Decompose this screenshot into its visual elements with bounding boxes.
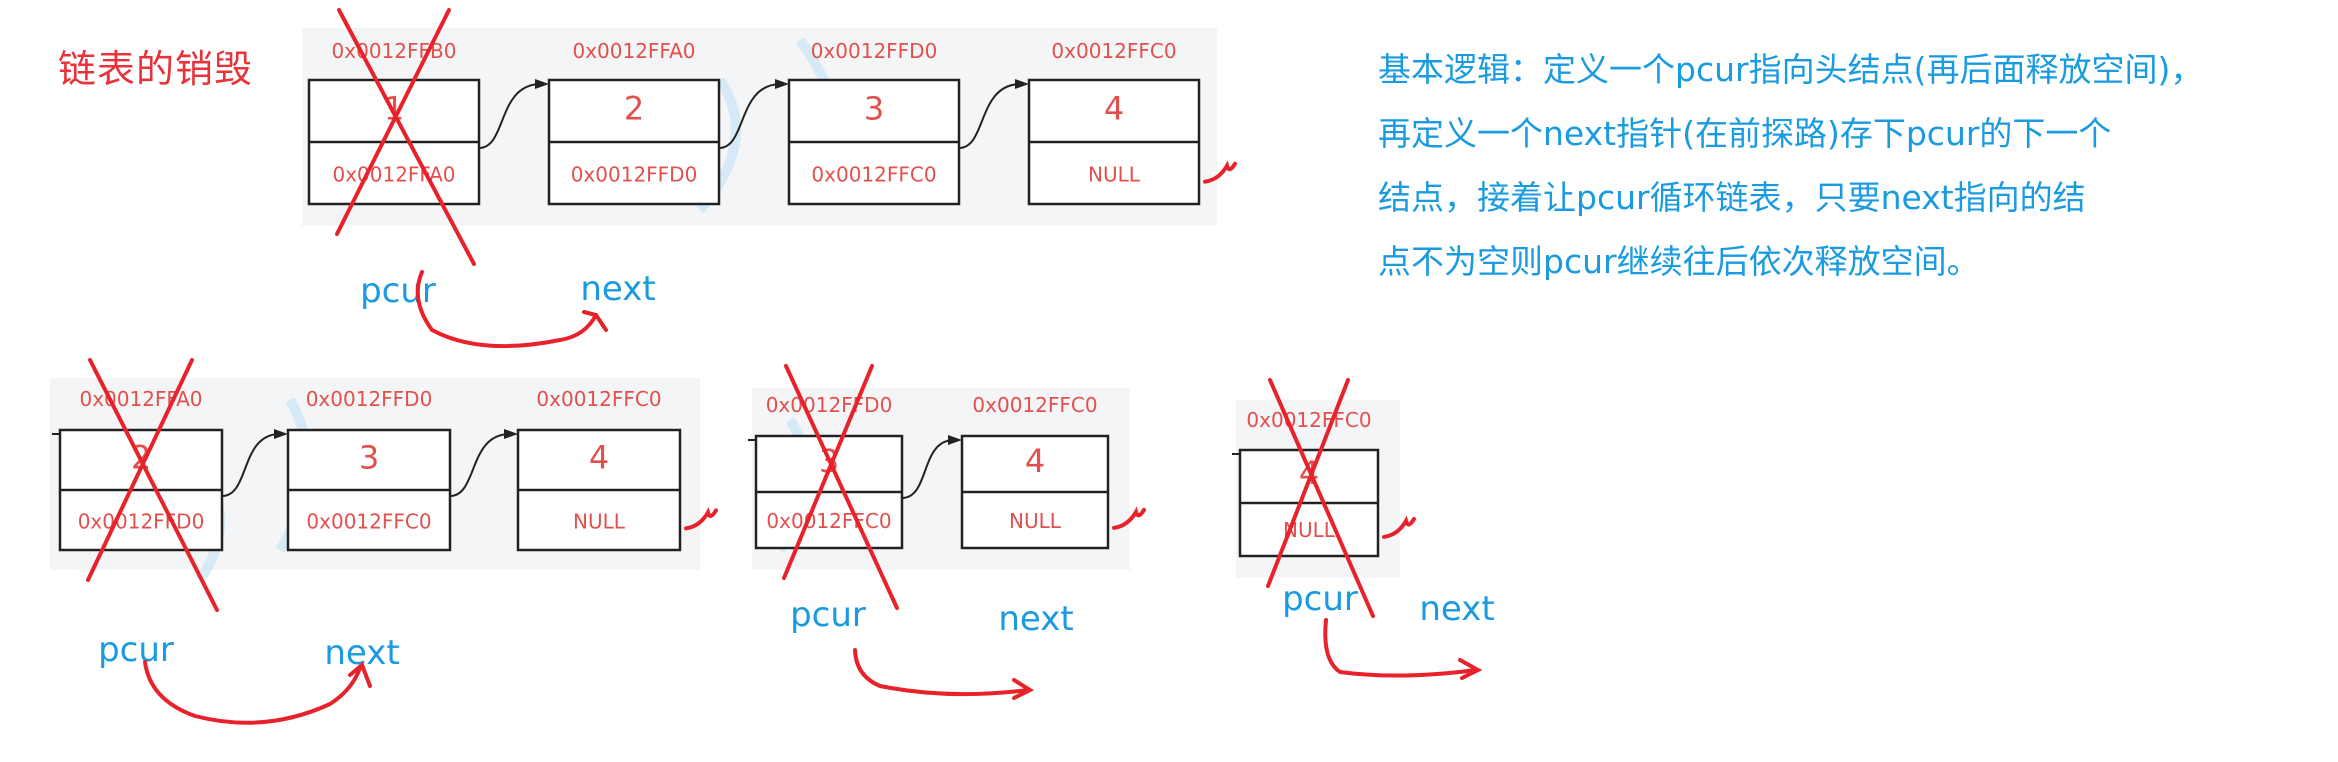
node-next-address: 0x0012FFC0 xyxy=(766,509,891,533)
arrow-head xyxy=(348,661,372,688)
null-scribble xyxy=(684,507,718,531)
null-scribble xyxy=(1112,506,1146,530)
node-value: 4 xyxy=(1104,90,1124,128)
node-address: 0x0012FFD0 xyxy=(766,393,893,417)
next-label: next xyxy=(1419,589,1494,629)
node-address: 0x0012FFD0 xyxy=(306,387,433,411)
cross-mark xyxy=(337,8,476,266)
null-label: NULL xyxy=(1009,509,1062,533)
next-link-curve xyxy=(478,83,542,149)
next-label: next xyxy=(580,269,655,309)
next-link-arrowhead xyxy=(775,79,789,89)
cross-mark xyxy=(1266,378,1350,588)
next-link-curve xyxy=(901,439,955,499)
cross-mark xyxy=(86,358,194,582)
pcur-to-next-arrow xyxy=(143,660,362,725)
node-next-address: 0x0012FFC0 xyxy=(811,163,936,187)
cross-mark xyxy=(782,364,874,580)
next-link-arrowhead xyxy=(535,79,549,89)
explanation-text: 基本逻辑：定义一个pcur指向头结点(再后面释放空间)， 再定义一个next指针… xyxy=(1378,38,2328,294)
node-value: 4 xyxy=(1025,442,1045,480)
node-value: 2 xyxy=(624,90,644,128)
node-address: 0x0012FFC0 xyxy=(1051,39,1176,63)
cross-mark xyxy=(88,358,219,612)
node-address: 0x0012FFC0 xyxy=(1246,408,1371,432)
pcur-label: pcur xyxy=(1282,579,1358,619)
pcur-to-next-arrow xyxy=(853,648,1030,697)
explanation-line-3: 结点，接着让pcur循环链表，只要next指向的结 xyxy=(1378,178,2086,217)
page-title: 链表的销毁 xyxy=(58,47,254,91)
null-scribble xyxy=(1382,515,1416,539)
node-address: 0x0012FFA0 xyxy=(572,39,695,63)
arrow-head xyxy=(1458,658,1483,680)
next-link-curve xyxy=(449,433,511,497)
node-value: 3 xyxy=(359,438,379,476)
node-address: 0x0012FFA0 xyxy=(79,387,202,411)
explanation-line-2: 再定义一个next指针(在前探路)存下pcur的下一个 xyxy=(1378,114,2112,153)
pcur-label: pcur xyxy=(98,630,174,670)
explanation-line-4: 点不为空则pcur继续往后依次释放空间。 xyxy=(1378,242,1980,281)
node-address: 0x0012FFD0 xyxy=(811,39,938,63)
node-value: 4 xyxy=(589,438,609,476)
next-link-arrowhead xyxy=(504,429,518,439)
node-next-address: 0x0012FFD0 xyxy=(78,509,205,533)
null-label: NULL xyxy=(1088,163,1141,187)
node-address: 0x0012FFC0 xyxy=(536,387,661,411)
node-next-address: 0x0012FFD0 xyxy=(571,163,698,187)
node-address: 0x0012FFB0 xyxy=(332,39,457,63)
node-next-address: 0x0012FFA0 xyxy=(332,163,455,187)
node-address: 0x0012FFC0 xyxy=(972,393,1097,417)
explanation-line-1: 基本逻辑：定义一个pcur指向头结点(再后面释放空间)， xyxy=(1378,50,2204,89)
pcur-to-next-arrow xyxy=(415,270,598,349)
pcur-label: pcur xyxy=(790,595,866,635)
arrow-head xyxy=(1012,678,1035,700)
cross-mark xyxy=(784,364,899,610)
cross-mark xyxy=(1268,378,1375,618)
pcur-to-next-arrow xyxy=(1323,618,1478,678)
node-next-address: 0x0012FFC0 xyxy=(306,509,431,533)
next-link-arrowhead xyxy=(948,435,962,445)
next-link-arrowhead xyxy=(1015,79,1029,89)
next-link-curve xyxy=(221,433,281,497)
null-scribble xyxy=(1203,160,1237,184)
node-value: 1 xyxy=(384,90,404,128)
null-label: NULL xyxy=(573,509,626,533)
next-label: next xyxy=(998,599,1073,639)
arrow-head xyxy=(582,310,608,332)
next-link-curve xyxy=(958,83,1022,149)
next-link-arrowhead xyxy=(274,429,288,439)
cross-mark xyxy=(335,8,451,236)
next-link-curve xyxy=(718,83,782,149)
pcur-label: pcur xyxy=(360,271,436,311)
node-value: 3 xyxy=(864,90,884,128)
